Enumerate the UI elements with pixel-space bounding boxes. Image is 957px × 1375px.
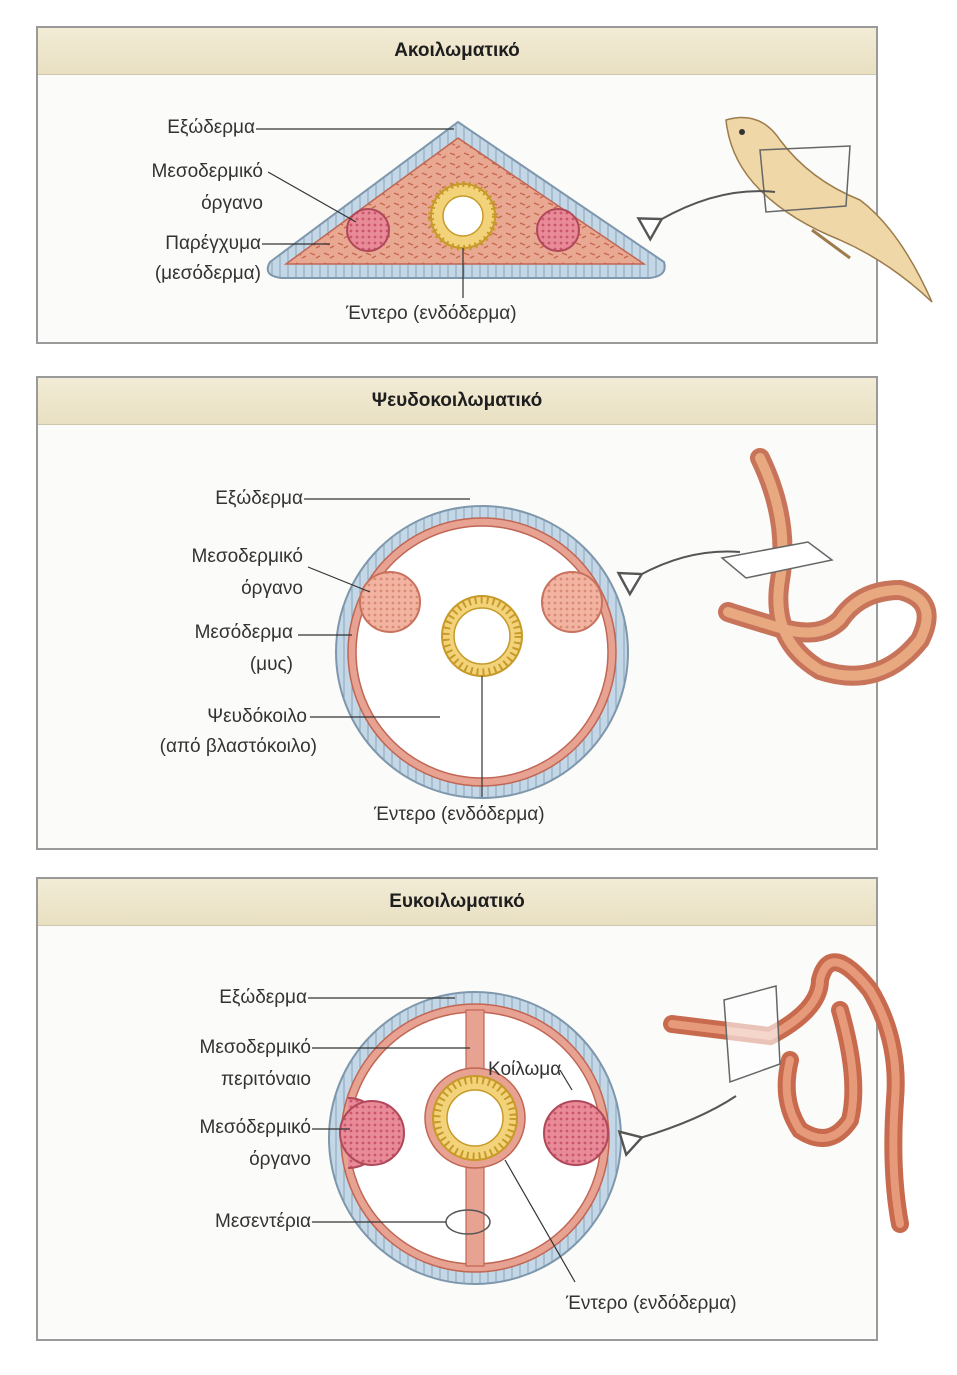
roundworm-icon [718,448,937,686]
label-mesoderm-1: Μεσόδερμα [194,622,293,643]
panel-acoelomate: Ακοιλωματικό [36,26,878,344]
arrow-icon [660,190,776,220]
panel-title: Ακοιλωματικό [38,28,876,75]
label-mesentery: Μεσεντέρια [215,1211,311,1232]
gut-endoderm [428,181,498,251]
label-mesodermal-organ-1: Μεσόδερμικό [199,1117,311,1138]
flatworm-icon [725,116,933,303]
mesodermal-organ [541,571,603,633]
panel-title: Ψευδοκοιλωματικό [38,378,876,425]
label-mesodermal-organ-2: όργανο [249,1149,311,1170]
label-parenchyma-1: Παρέγχυμα [165,233,261,254]
label-gut: Έντερο (ενδόδερμα) [566,1293,737,1314]
label-ectoderm: Εξώδερμα [219,987,307,1008]
leader-lines [256,128,464,298]
label-mesodermal-organ-1: Μεσοδερμικό [151,161,263,182]
label-ectoderm: Εξώδερμα [215,488,303,509]
label-mesodermal-organ-2: όργανο [201,193,263,214]
mesodermal-organ [359,571,421,633]
label-parenchyma-2: (μεσόδερμα) [154,263,261,284]
label-peritoneum-2: περιτόναιο [221,1069,311,1090]
mesodermal-organ [543,1100,609,1166]
label-gut: Έντερο (ενδόδερμα) [346,303,517,324]
label-mesodermal-organ-1: Μεσοδερμικό [191,546,303,567]
mesodermal-organ [536,208,580,252]
leader-lines [308,997,576,1283]
arrow-icon [640,550,741,575]
mesodermal-organ [339,1097,405,1169]
panel-title: Ευκοιλωματικό [38,879,876,926]
arrow-icon [640,1095,737,1138]
earthworm-icon [663,953,909,1233]
gut-endoderm [424,1067,526,1169]
label-pseudocoel-2: (από βλαστόκοιλο) [159,736,317,757]
gut-endoderm [441,595,523,677]
label-ectoderm: Εξώδερμα [167,117,255,138]
label-mesoderm-2: (μυς) [249,654,293,675]
label-coelom: Κοίλωμα [488,1059,562,1080]
label-pseudocoel-1: Ψευδόκοιλο [207,706,307,727]
label-peritoneum-1: Μεσοδερμικό [199,1037,311,1058]
label-gut: Έντερο (ενδόδερμα) [374,804,545,825]
mesodermal-organ [346,208,390,252]
leader-lines [298,498,483,797]
label-mesodermal-organ-2: όργανο [241,578,303,599]
